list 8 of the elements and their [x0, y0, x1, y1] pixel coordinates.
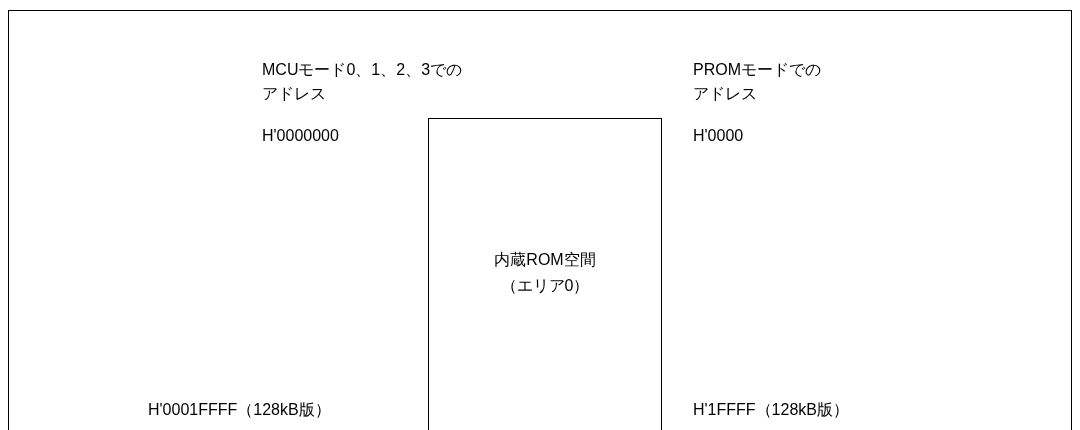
column-heading: MCUモード0、1、2、3でのアドレス [262, 60, 464, 104]
region-label: 内蔵ROM空間（エリア0） [493, 250, 597, 296]
column-heading: PROMモードでのアドレス [693, 60, 822, 104]
address-label: H'1FFFF（128kB版） [693, 400, 849, 420]
address-label: H'0000 [693, 126, 744, 146]
address-label: H'0001FFFF（128kB版） [148, 400, 331, 420]
memory-region-box [428, 118, 662, 430]
address-label: H'0000000 [262, 126, 339, 146]
